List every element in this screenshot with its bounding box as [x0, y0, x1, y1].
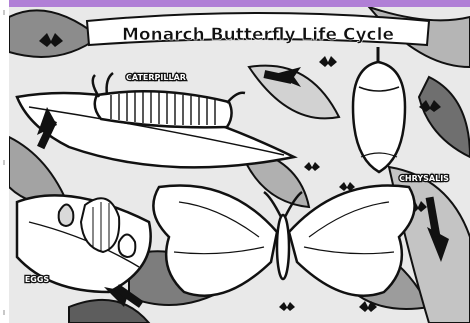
chrysalis-label: CHRYSALIS: [399, 174, 449, 183]
rail-tick: [3, 160, 5, 165]
poster-image: Monarch Butterfly Life Cycle: [9, 7, 470, 323]
caterpillar-label: CATERPILLAR: [126, 73, 186, 82]
eggs-label: EGGS: [25, 275, 50, 284]
rail-tick: [3, 10, 5, 15]
accent-band: [9, 0, 470, 7]
caterpillar-label-box: CATERPILLAR: [126, 73, 186, 82]
poster-title: Monarch Butterfly Life Cycle: [122, 25, 394, 45]
title-banner: Monarch Butterfly Life Cycle: [87, 13, 429, 45]
poster-illustration: Monarch Butterfly Life Cycle: [9, 7, 470, 323]
rail-tick: [3, 310, 5, 315]
